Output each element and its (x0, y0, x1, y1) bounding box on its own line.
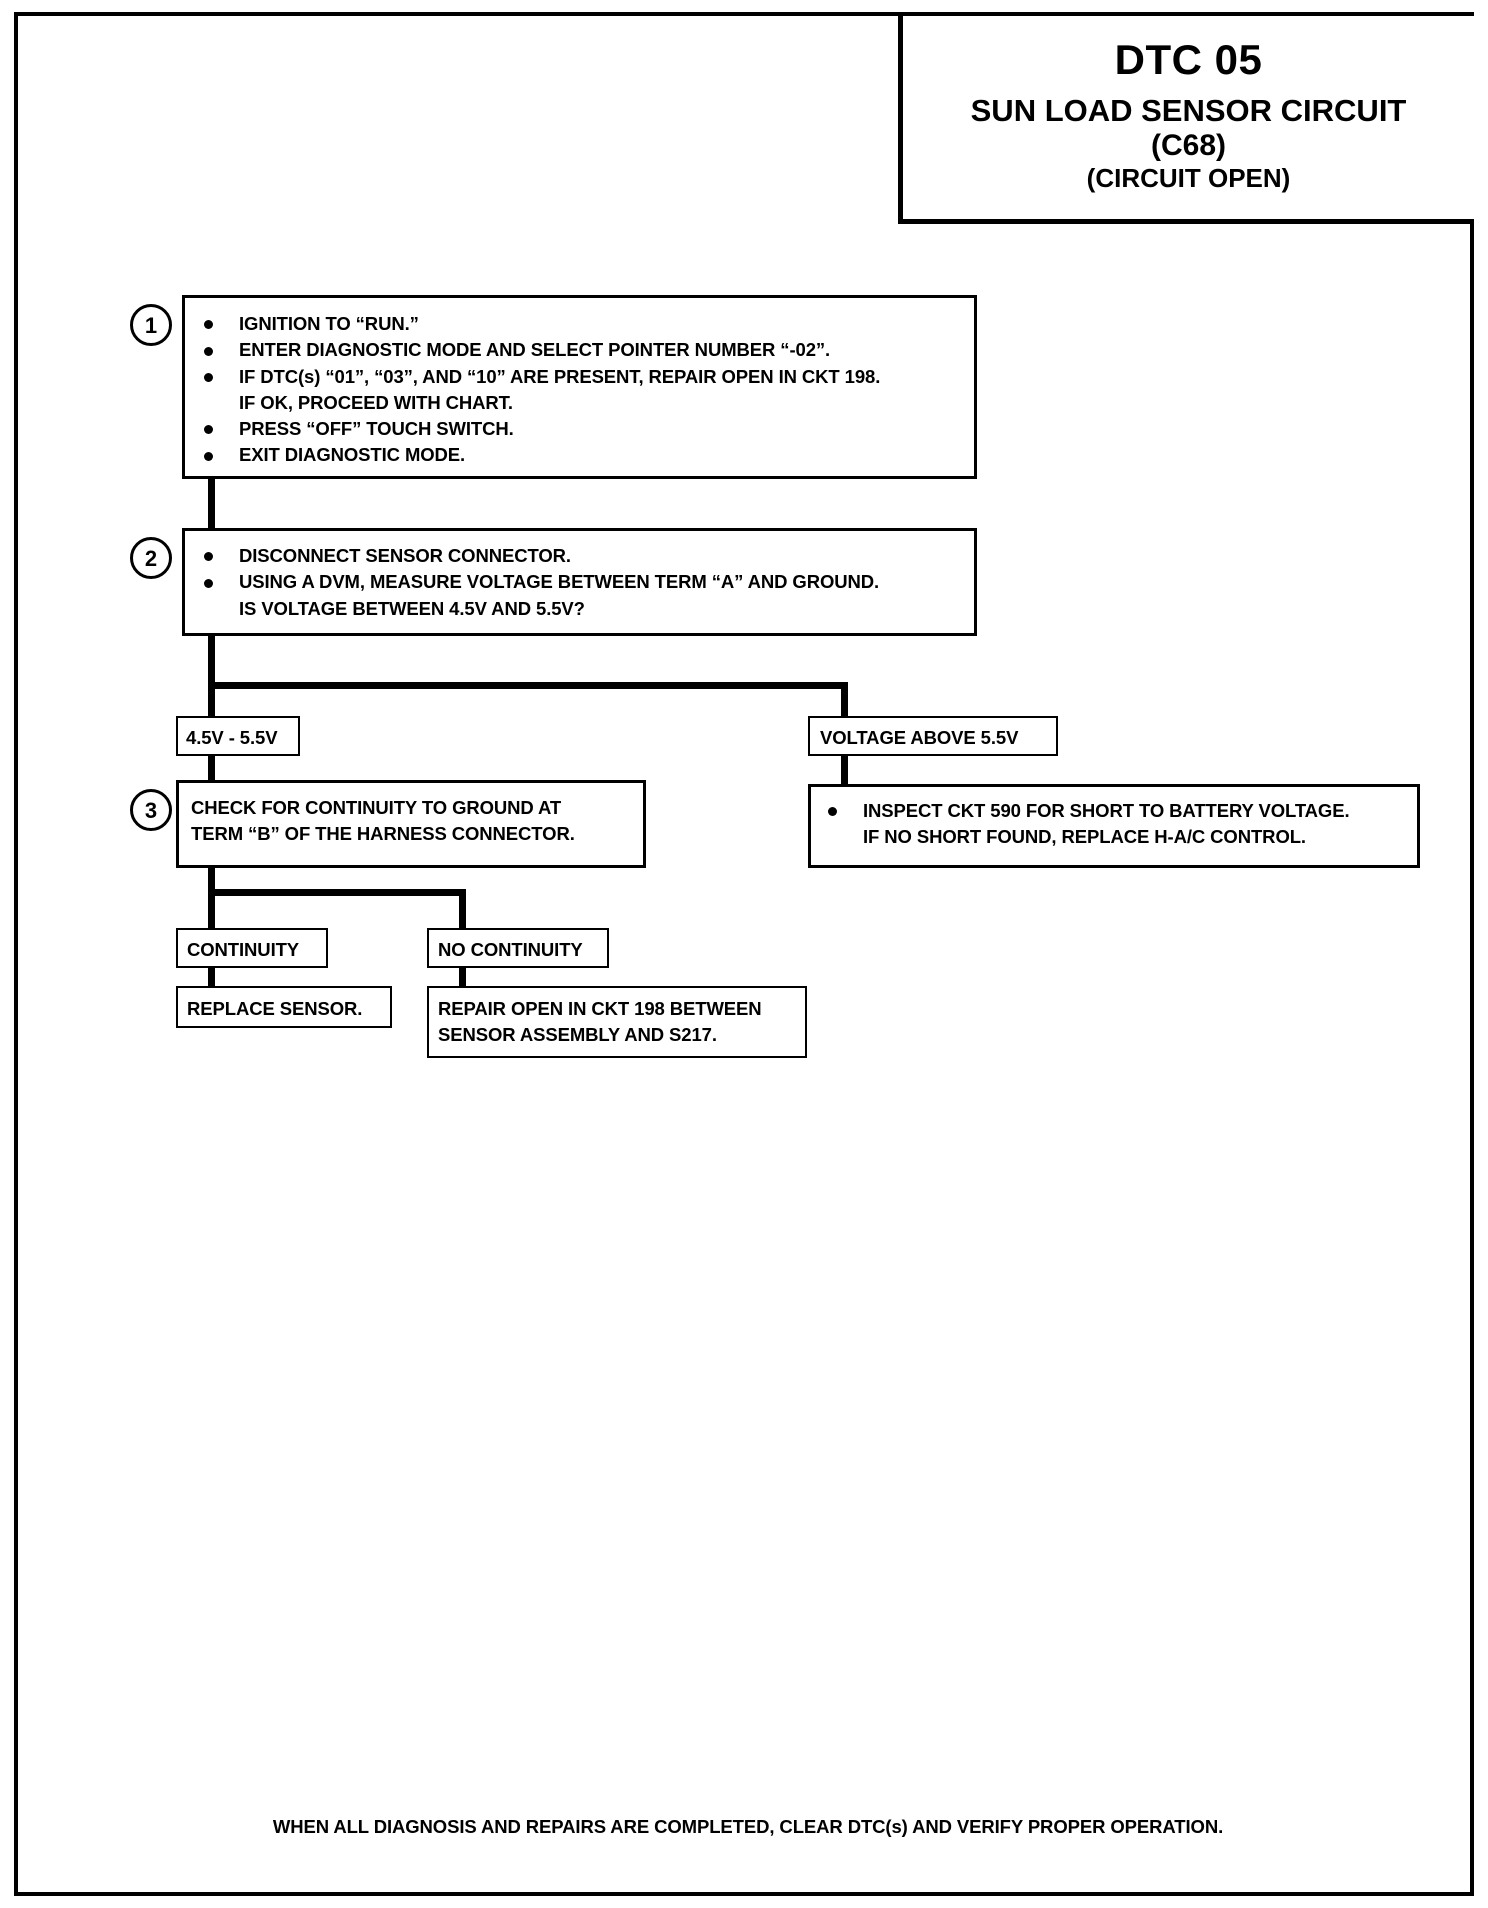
branch-label-continuity: CONTINUITY (176, 928, 328, 968)
connector-above-inspect (841, 754, 848, 784)
circuit-state: (CIRCUIT OPEN) (1086, 162, 1291, 193)
connector-to-voltage-above (841, 682, 848, 718)
list-item: DISCONNECT SENSOR CONNECTOR. (197, 543, 964, 569)
step-3-line-1: CHECK FOR CONTINUITY TO GROUND AT (191, 797, 562, 818)
branch-label-voltage-in-range: 4.5V - 5.5V (176, 716, 300, 756)
replace-sensor-box: REPLACE SENSOR. (176, 986, 392, 1028)
connector-step3-split-bus (208, 889, 466, 896)
list-item-continuation: IS VOLTAGE BETWEEN 4.5V AND 5.5V? (239, 597, 585, 619)
connector-to-no-continuity (459, 889, 466, 930)
step-number-1: 1 (130, 304, 172, 346)
connector-id: (C68) (1150, 128, 1226, 162)
connector-step1-step2 (208, 478, 215, 542)
list-item: IF DTC(s) “01”, “03”, AND “10” ARE PRESE… (197, 364, 964, 417)
bullet-dot-icon (204, 346, 213, 356)
step-1-box: IGNITION TO “RUN.” ENTER DIAGNOSTIC MODE… (182, 295, 977, 479)
list-item: INSPECT CKT 590 FOR SHORT TO BATTERY VOL… (821, 798, 1417, 851)
bullet-dot-icon (828, 807, 837, 817)
bullet-dot-icon (204, 372, 213, 382)
repair-open-line-1: REPAIR OPEN IN CKT 198 BETWEEN (438, 998, 762, 1019)
list-item-continuation: IF NO SHORT FOUND, REPLACE H-A/C CONTROL… (863, 826, 1306, 848)
connector-continuity-replace (208, 964, 215, 989)
step-1-instruction-list: IGNITION TO “RUN.” ENTER DIAGNOSTIC MODE… (197, 311, 964, 469)
list-item-continuation: IF OK, PROCEED WITH CHART. (239, 391, 513, 413)
inspect-ckt590-list: INSPECT CKT 590 FOR SHORT TO BATTERY VOL… (821, 798, 1417, 851)
branch-label-voltage-above: VOLTAGE ABOVE 5.5V (808, 716, 1058, 756)
connector-step2-split-bus (208, 682, 848, 689)
connector-inrange-step3 (208, 754, 215, 782)
repair-open-box: REPAIR OPEN IN CKT 198 BETWEEN SENSOR AS… (427, 986, 807, 1058)
step-3-box: CHECK FOR CONTINUITY TO GROUND AT TERM “… (176, 780, 646, 868)
connector-nocontinuity-repair (459, 964, 466, 989)
circuit-name: SUN LOAD SENSOR CIRCUIT (970, 93, 1407, 129)
list-item: EXIT DIAGNOSTIC MODE. (197, 442, 964, 468)
step-2-box: DISCONNECT SENSOR CONNECTOR. USING A DVM… (182, 528, 977, 636)
list-item: PRESS “OFF” TOUCH SWITCH. (197, 416, 964, 442)
step-number-3: 3 (130, 789, 172, 831)
connector-step3-down (208, 868, 215, 930)
inspect-ckt590-box: INSPECT CKT 590 FOR SHORT TO BATTERY VOL… (808, 784, 1420, 868)
bullet-dot-icon (204, 552, 213, 562)
list-item: USING A DVM, MEASURE VOLTAGE BETWEEN TER… (197, 569, 964, 622)
title-block: DTC 05 SUN LOAD SENSOR CIRCUIT (C68) (CI… (898, 16, 1474, 224)
step-3-line-2: TERM “B” OF THE HARNESS CONNECTOR. (191, 823, 575, 845)
step-2-instruction-list: DISCONNECT SENSOR CONNECTOR. USING A DVM… (197, 543, 964, 622)
step-number-2: 2 (130, 537, 172, 579)
page-frame: DTC 05 SUN LOAD SENSOR CIRCUIT (C68) (CI… (14, 12, 1474, 1896)
list-item: ENTER DIAGNOSTIC MODE AND SELECT POINTER… (197, 337, 964, 363)
branch-label-no-continuity: NO CONTINUITY (427, 928, 609, 968)
bullet-dot-icon (204, 578, 213, 588)
bullet-dot-icon (204, 425, 213, 435)
repair-open-line-2: SENSOR ASSEMBLY AND S217. (438, 1024, 717, 1046)
bullet-dot-icon (204, 451, 213, 461)
list-item: IGNITION TO “RUN.” (197, 311, 964, 337)
connector-step2-down (208, 636, 215, 718)
dtc-code: DTC 05 (1114, 36, 1263, 83)
footer-note: WHEN ALL DIAGNOSIS AND REPAIRS ARE COMPL… (272, 1816, 1224, 1837)
bullet-dot-icon (204, 320, 213, 330)
